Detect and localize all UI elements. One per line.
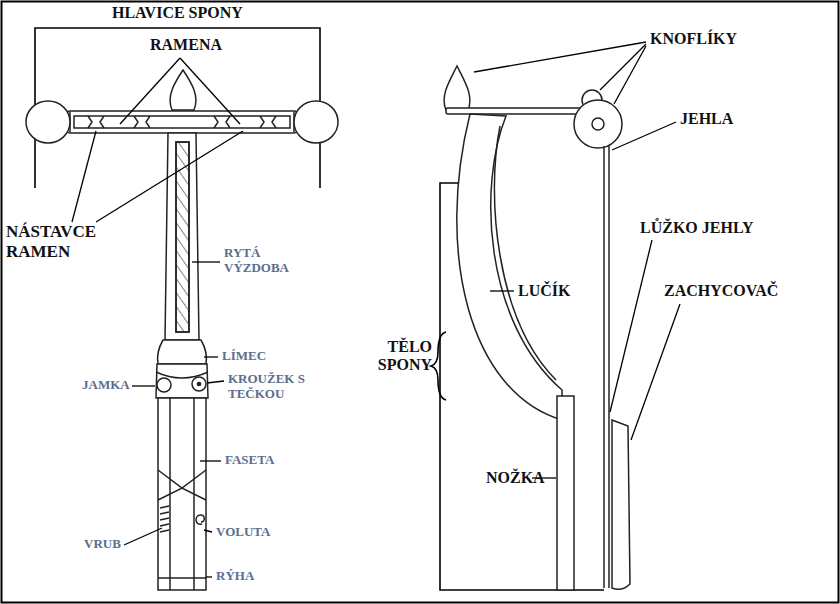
part-label: JAMKA	[82, 378, 130, 393]
part-label: NÁSTAVCE RAMEN	[6, 222, 116, 261]
part-label: RYTÁ VÝZDOBA	[224, 246, 316, 276]
leader-lines-part	[200, 460, 221, 461]
part-label: VOLUTA	[216, 525, 270, 540]
leader-lines-part	[490, 290, 514, 291]
fibula-side-view-part	[446, 108, 592, 114]
part-label: RAMENA	[150, 36, 222, 54]
fibula-front-view-part	[176, 142, 189, 332]
fibula-side-view-part	[494, 126, 556, 380]
fibula-front-view-part	[158, 577, 206, 579]
brackets	[35, 28, 604, 590]
fibula-side-view-part	[557, 396, 574, 590]
leader-lines-part	[610, 240, 652, 412]
fibula-front-view-part	[294, 101, 338, 143]
leader-lines-part	[474, 42, 646, 72]
leader-lines-part	[600, 44, 646, 90]
part-label: LŮŽKO JEHLY	[640, 219, 754, 237]
part-label: JEHLA	[680, 110, 733, 128]
leader-lines-part	[204, 356, 218, 357]
leader-lines-part	[192, 261, 220, 262]
part-label: VRUB	[84, 537, 121, 552]
leader-lines-part	[614, 46, 646, 104]
fibula-front-view-part	[157, 378, 171, 392]
part-label: LÍMEC	[222, 349, 266, 364]
fibula-front-view-part	[176, 142, 189, 332]
fibula-front-view-part	[156, 364, 208, 398]
part-label: KROUŽEK S TEČKOU	[228, 372, 318, 402]
leader-lines-part	[124, 528, 162, 545]
part-label: RÝHA	[216, 569, 254, 584]
fibula-front-view-part	[88, 116, 150, 128]
leader-lines-part	[206, 576, 212, 577]
fibula-front-view-part	[196, 515, 204, 524]
fibula-side-view	[444, 66, 630, 590]
part-label: TĚLO SPONY	[372, 338, 432, 375]
fibula-side-view-part	[444, 66, 470, 110]
fibula-side-view-part	[574, 100, 622, 148]
fibula-side-view-part	[612, 420, 630, 589]
leader-lines-part	[120, 58, 180, 124]
leader-lines-part	[204, 530, 212, 532]
leader-lines	[72, 42, 680, 577]
part-label: FASETA	[225, 453, 274, 468]
fibula-front-view-part	[26, 101, 70, 143]
fibula-front-view-part	[66, 111, 298, 133]
leader-lines-part	[612, 122, 676, 150]
fibula-side-view-part	[457, 114, 562, 420]
part-label: NOŽKA	[486, 469, 545, 487]
fibula-side-view-part	[608, 146, 610, 588]
fibula-front-view-part	[192, 377, 206, 391]
brackets-part	[431, 332, 446, 400]
fibula-front-view-part	[158, 470, 206, 500]
fibula-side-view-part	[603, 146, 605, 588]
fibula-front-view-part	[165, 133, 199, 340]
fibula-front-view-part	[74, 116, 290, 128]
part-label: HLAVICE SPONY	[112, 4, 243, 22]
fibula-front-view	[26, 70, 338, 590]
fibula-front-view-part	[158, 398, 206, 590]
leader-lines-part	[72, 131, 96, 222]
leader-lines-part	[180, 58, 240, 124]
fibula-front-view-part	[197, 382, 200, 385]
leader-lines-part	[631, 304, 680, 440]
part-label: ZACHYCOVAČ	[664, 282, 778, 300]
leader-lines-part	[132, 385, 155, 386]
fibula-front-view-part	[170, 70, 196, 110]
fibula-front-view-part	[158, 340, 207, 364]
part-label: LUČÍK	[518, 282, 570, 300]
part-label: KNOFLÍKY	[650, 30, 737, 48]
leader-lines-part	[96, 131, 243, 222]
fibula-front-view-part	[214, 116, 276, 128]
leader-lines-part	[207, 381, 224, 383]
fibula-side-view-part	[592, 118, 604, 130]
